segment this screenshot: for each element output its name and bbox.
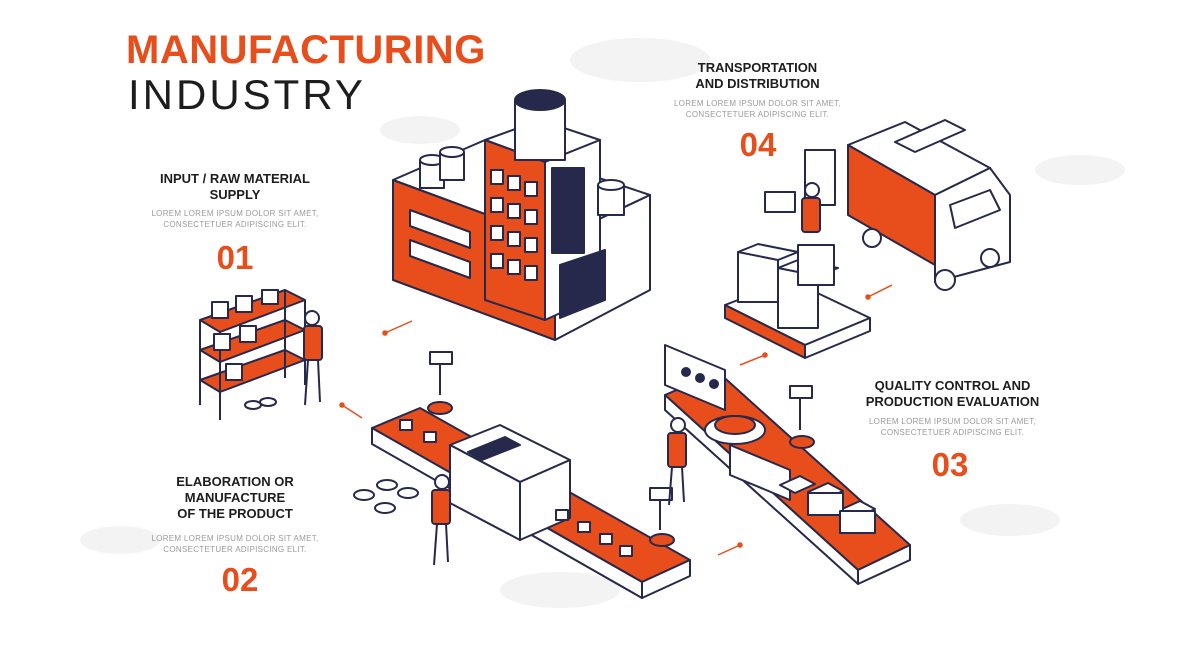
step-01-desc-line1: LOREM LOREM IPSUM DOLOR SIT AMET, (151, 209, 319, 218)
step-02-desc-line1: LOREM LOREM IPSUM DOLOR SIT AMET, (151, 534, 319, 543)
step-01-title: INPUT / RAW MATERIAL SUPPLY (140, 171, 330, 203)
step-02-title-line1: ELABORATION OR (176, 474, 294, 489)
step-03-description: LOREM LOREM IPSUM DOLOR SIT AMET, CONSEC… (845, 416, 1060, 438)
step-01-number: 01 (216, 239, 254, 276)
step-04-description: LOREM LOREM IPSUM DOLOR SIT AMET, CONSEC… (655, 98, 860, 120)
step-04-title-line2: AND DISTRIBUTION (695, 76, 820, 91)
step-01-title-line1: INPUT / RAW MATERIAL (160, 171, 310, 186)
assembly-conveyor (353, 351, 691, 599)
raw-material-shelf (199, 289, 323, 420)
step-02-number: 02 (221, 561, 259, 598)
step-04-desc-line1: LOREM LOREM IPSUM DOLOR SIT AMET, (673, 99, 842, 108)
factory-building (392, 89, 651, 341)
step-03-title-line2: PRODUCTION EVALUATION (865, 394, 1040, 409)
flow-connectors (339, 284, 893, 556)
background-clouds (80, 38, 1125, 608)
step-04-number: 04 (739, 126, 777, 163)
step-02-title-line2: MANUFACTURE (184, 490, 286, 505)
step-01-desc-line2: CONSECTETUER ADIPISCING ELIT. (163, 220, 307, 229)
step-02-title-line3: OF THE PRODUCT (177, 506, 293, 521)
step-03-desc-line1: LOREM LOREM IPSUM DOLOR SIT AMET, (868, 417, 1037, 426)
step-02-desc-line2: CONSECTETUER ADIPISCING ELIT. (163, 545, 307, 554)
page-title-line2: INDUSTRY (128, 71, 366, 118)
delivery-truck (724, 119, 1011, 359)
step-01-title-line2: SUPPLY (209, 187, 261, 202)
step-03-title-line1: QUALITY CONTROL AND (874, 378, 1031, 393)
step-03-title: QUALITY CONTROL AND PRODUCTION EVALUATIO… (840, 378, 1065, 410)
step-04-title-line1: TRANSPORTATION (697, 60, 818, 75)
quality-control-station (664, 344, 911, 585)
step-01-description: LOREM LOREM IPSUM DOLOR SIT AMET, CONSEC… (135, 208, 335, 230)
page-title-line1: MANUFACTURING (126, 28, 486, 72)
step-03-desc-line2: CONSECTETUER ADIPISCING ELIT. (880, 428, 1025, 437)
step-04-title: TRANSPORTATION AND DISTRIBUTION (665, 60, 850, 92)
step-04-desc-line2: CONSECTETUER ADIPISCING ELIT. (685, 110, 830, 119)
step-02-description: LOREM LOREM IPSUM DOLOR SIT AMET, CONSEC… (135, 533, 335, 555)
step-03-number: 03 (931, 446, 969, 483)
step-02-title: ELABORATION OR MANUFACTURE OF THE PRODUC… (140, 474, 330, 522)
